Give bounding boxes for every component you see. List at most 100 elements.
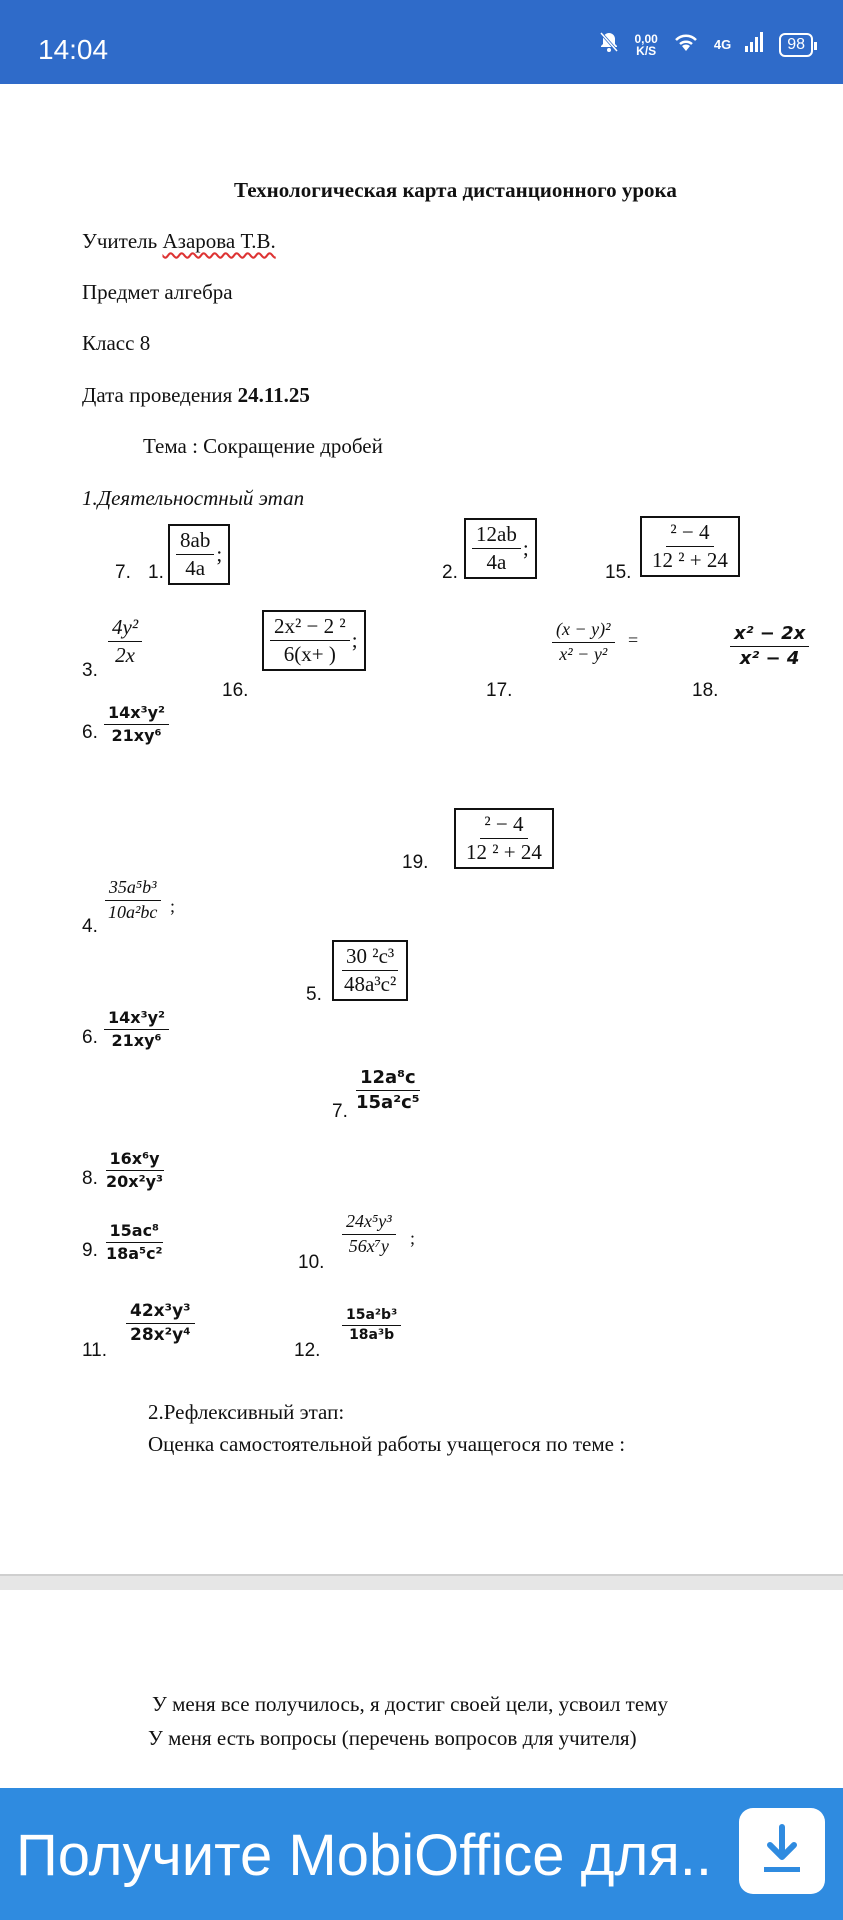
problem-number: 18. — [692, 680, 719, 701]
denominator: 21xy⁶ — [111, 1030, 162, 1050]
reflection-option-1: У меня все получилось, я достиг своей це… — [152, 1692, 668, 1716]
reflection-option-2: У меня есть вопросы (перечень вопросов д… — [148, 1726, 637, 1750]
numerator: 4y² — [108, 615, 143, 643]
denominator: 4a — [486, 550, 507, 575]
denominator: 18a⁵c² — [106, 1243, 163, 1263]
battery-indicator: 98 — [779, 32, 817, 57]
document-page — [0, 84, 843, 1574]
denominator: 18a³b — [349, 1327, 395, 1344]
numerator: 8ab — [176, 528, 215, 556]
problem-number: 8. — [82, 1168, 98, 1189]
mute-bell-icon — [597, 30, 621, 59]
promo-banner-text[interactable]: Получите MobiOffice для.. — [16, 1823, 712, 1888]
problem-number: 7. — [332, 1101, 348, 1122]
network-speed: 0,00 K/S — [635, 33, 658, 57]
numerator: (x − y)² — [552, 619, 615, 643]
wifi-icon — [672, 31, 700, 58]
problem-number: 7. — [115, 562, 131, 583]
problem-number: 1. — [148, 562, 164, 583]
problem-number: 10. — [298, 1252, 325, 1273]
topic-line: Тема : Сокращение дробей — [143, 434, 383, 458]
denominator: x² − y² — [559, 643, 608, 664]
denominator: 12 ² + 24 — [652, 548, 728, 573]
numerator: ² − 4 — [666, 520, 714, 548]
class-line: Класс 8 — [82, 331, 151, 355]
numerator: 14x³y² — [104, 1009, 170, 1030]
date-value: 24.11.25 — [237, 383, 310, 407]
problem-number: 5. — [306, 984, 322, 1005]
numerator: 15ac⁸ — [105, 1222, 164, 1243]
numerator: 14x³y² — [104, 704, 170, 725]
problem-number: 9. — [82, 1240, 98, 1261]
numerator: 35a⁵b³ — [104, 877, 161, 901]
problem-number: 12. — [294, 1340, 321, 1361]
teacher-label: Учитель — [82, 229, 158, 253]
semicolon: ; — [170, 896, 176, 916]
status-icons: 0,00 K/S 4G 98 — [597, 30, 817, 59]
teacher-line: Учитель Азарова Т.В. — [82, 229, 276, 254]
problem-number: 11. — [82, 1340, 108, 1361]
network-type: 4G — [713, 37, 732, 52]
numerator: 30 ²c³ — [342, 944, 399, 972]
document-title: Технологическая карта дистанционного уро… — [234, 178, 677, 202]
download-button[interactable] — [739, 1808, 825, 1894]
numerator: 12ab — [472, 522, 521, 550]
problem-number: 19. — [402, 852, 429, 873]
semicolon: ; — [410, 1228, 416, 1248]
numerator: 2x² − 2 ² — [270, 614, 350, 642]
denominator: x² − 4 — [739, 647, 800, 669]
numerator: 24x⁵y³ — [342, 1211, 396, 1235]
promo-banner[interactable]: Получите MobiOffice для.. — [0, 1788, 843, 1920]
document-page-2 — [0, 1590, 843, 1790]
numerator: ² − 4 — [480, 812, 528, 840]
problem-number: 3. — [82, 660, 98, 681]
numerator: 16x⁶y — [105, 1150, 164, 1171]
problem-number: 4. — [82, 916, 98, 937]
denominator: 21xy⁶ — [111, 725, 162, 745]
signal-icon — [745, 31, 765, 58]
problem-number: 2. — [442, 562, 458, 583]
denominator: 2x — [115, 643, 135, 668]
status-bar: 14:04 0,00 K/S 4G 98 — [0, 0, 843, 84]
network-speed-unit: K/S — [636, 43, 657, 58]
denominator: 12 ² + 24 — [466, 840, 542, 865]
numerator: 12a⁸c — [355, 1068, 420, 1091]
denominator: 56x⁷y — [348, 1235, 389, 1256]
denominator: 15a²c⁵ — [356, 1091, 420, 1113]
denominator: 4a — [185, 556, 206, 581]
stage1-heading: 1.Деятельностный этап — [82, 486, 305, 510]
numerator: 42x³y³ — [126, 1302, 195, 1324]
denominator: 28x²y⁴ — [130, 1324, 191, 1345]
denominator: 20x²y³ — [106, 1171, 164, 1191]
network-speed-value: 0,00 — [634, 31, 658, 46]
download-icon — [758, 1823, 806, 1880]
date-line: Дата проведения 24.11.25 — [82, 383, 310, 408]
problem-number: 6. — [82, 722, 98, 743]
problem-number: 16. — [222, 680, 249, 701]
status-time: 14:04 — [38, 34, 109, 65]
date-label: Дата проведения — [82, 383, 233, 407]
denominator: 10a²bc — [108, 901, 158, 922]
problem-number: 6. — [82, 1027, 98, 1048]
denominator: 6(x+ ) — [283, 642, 336, 667]
evaluation-line: Оценка самостоятельной работы учащегося … — [148, 1432, 626, 1456]
teacher-name: Азарова Т.В. — [162, 229, 276, 253]
